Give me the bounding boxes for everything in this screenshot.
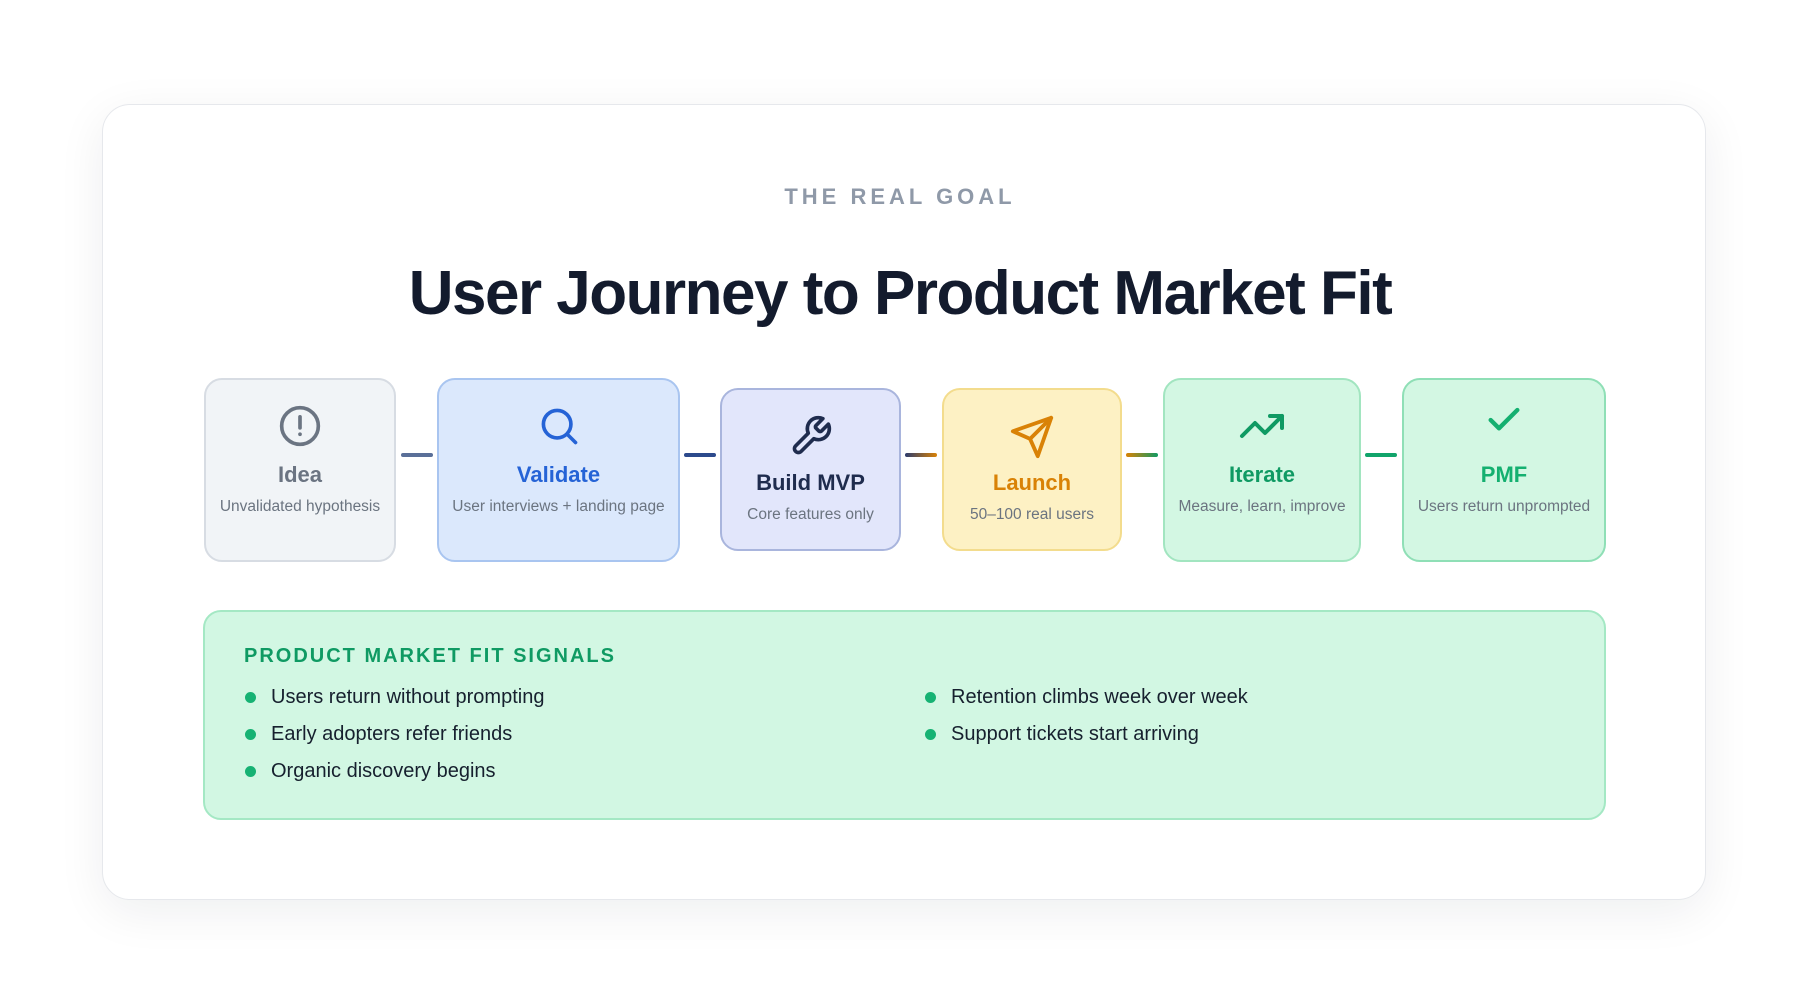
signal-item: Retention climbs week over week [925,686,1248,709]
bullet-dot [245,766,256,777]
signal-item: Users return without prompting [245,686,544,709]
step-pmf: PMF Users return unprompted [1402,378,1606,562]
send-icon [944,414,1120,460]
connector [684,453,716,457]
step-name: Launch [992,470,1072,495]
connector [905,453,937,457]
wrench-icon [722,414,899,458]
step-build-mvp: Build MVP Core features only [720,388,901,551]
step-name: Build MVP [756,470,865,495]
eyebrow-label: THE REAL GOAL [784,184,1016,209]
bullet-dot [925,729,936,740]
step-description: User interviews + landing page [452,498,665,515]
step-description: Unvalidated hypothesis [219,498,381,515]
step-launch: Launch 50–100 real users [942,388,1122,551]
step-idea: Idea Unvalidated hypothesis [204,378,396,562]
page-title: User Journey to Product Market Fit [408,259,1393,328]
exclamation-circle-icon [206,404,394,448]
step-description: 50–100 real users [969,506,1095,523]
step-name: PMF [1480,462,1528,487]
bullet-dot [925,692,936,703]
step-name: Idea [277,462,323,487]
step-name: Iterate [1228,462,1296,487]
connector [401,453,433,457]
step-validate: Validate User interviews + landing page [437,378,680,562]
check-icon [1404,400,1604,440]
step-iterate: Iterate Measure, learn, improve [1163,378,1361,562]
signal-item: Support tickets start arriving [925,723,1199,746]
bullet-dot [245,729,256,740]
signals-title: PRODUCT MARKET FIT SIGNALS [244,645,616,667]
connector [1126,453,1158,457]
trending-up-icon [1165,402,1359,450]
step-description: Measure, learn, improve [1178,498,1346,515]
step-name: Validate [516,462,601,487]
bullet-dot [245,692,256,703]
signal-item: Early adopters refer friends [245,723,512,746]
connector [1365,453,1397,457]
search-icon [439,404,678,448]
signal-item: Organic discovery begins [245,760,496,783]
pmf-signals-panel [203,610,1606,820]
step-description: Users return unprompted [1417,498,1591,515]
step-description: Core features only [747,506,874,523]
